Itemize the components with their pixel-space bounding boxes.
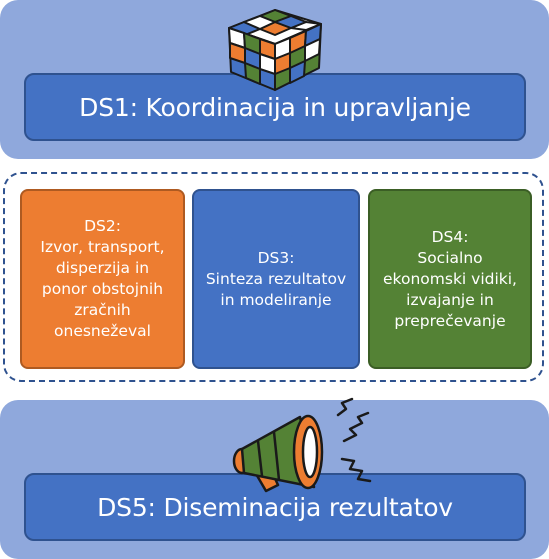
work-packages-frame (3, 172, 544, 382)
ds1-label: DS1: Koordinacija in upravljanje (79, 92, 471, 122)
ds5-label: DS5: Diseminacija rezultatov (97, 492, 453, 522)
ds3-label: DS3: Sinteza rezultatov in modeliranje (205, 248, 347, 309)
megaphone-icon (232, 397, 372, 493)
ds2-box: DS2: Izvor, transport, disperzija in pon… (20, 189, 185, 369)
ds4-label: DS4: Socialno ekonomski vidiki, izvajanj… (383, 227, 517, 330)
ds2-label: DS2: Izvor, transport, disperzija in pon… (40, 217, 165, 340)
ds3-box: DS3: Sinteza rezultatov in modeliranje (192, 189, 360, 369)
ds4-box: DS4: Socialno ekonomski vidiki, izvajanj… (368, 189, 532, 369)
rubiks-cube-icon (228, 9, 322, 91)
